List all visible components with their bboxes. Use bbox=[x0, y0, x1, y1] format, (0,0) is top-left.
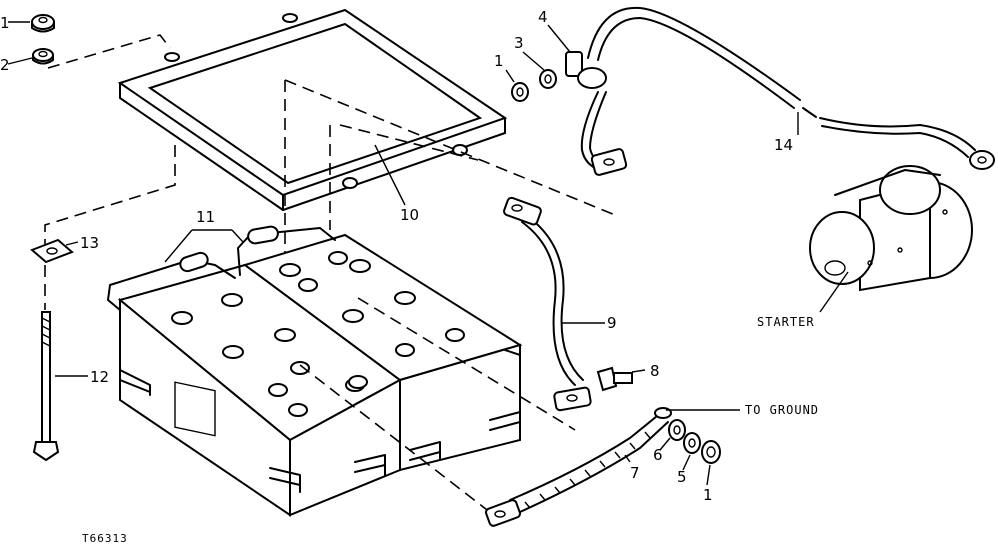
dash-guide-5 bbox=[44, 145, 176, 260]
hold-down-frame bbox=[117, 8, 508, 211]
starter-label: STARTER bbox=[757, 315, 815, 329]
callout-2: 2 bbox=[0, 56, 10, 74]
leader-6 bbox=[659, 437, 671, 451]
bolt-part-8 bbox=[596, 366, 633, 392]
starter-motor bbox=[809, 165, 973, 292]
leader-4 bbox=[547, 24, 571, 53]
leader-11b bbox=[231, 229, 244, 243]
leader-10 bbox=[374, 144, 406, 206]
washer-part-6 bbox=[668, 419, 686, 441]
dash-guide-4 bbox=[339, 124, 479, 161]
dash-guide-7 bbox=[299, 364, 501, 521]
lock-washer-part-2 bbox=[32, 48, 54, 65]
leader-3 bbox=[522, 51, 545, 71]
callout-13: 13 bbox=[80, 234, 99, 252]
leader-2 bbox=[7, 57, 33, 65]
callout-1-mid: 1 bbox=[494, 52, 504, 70]
callout-4: 4 bbox=[538, 8, 548, 26]
callout-8: 8 bbox=[650, 362, 660, 380]
ground-strap-part-7 bbox=[485, 407, 672, 527]
hold-down-bolt-part-12 bbox=[32, 311, 60, 462]
washer-part-13 bbox=[30, 238, 74, 264]
leader-7 bbox=[624, 454, 631, 463]
dash-guide-2 bbox=[284, 79, 616, 216]
callout-9: 9 bbox=[607, 314, 617, 332]
leader-8 bbox=[631, 369, 646, 373]
leader-5 bbox=[682, 454, 691, 471]
nut-part-1-top bbox=[31, 14, 55, 33]
callout-14: 14 bbox=[774, 136, 793, 154]
callout-10: 10 bbox=[400, 206, 419, 224]
leader-starter bbox=[819, 271, 849, 313]
nut-part-1-bottom bbox=[701, 440, 721, 464]
battery-cable-part-9 bbox=[503, 196, 592, 412]
figure-id-label: T66313 bbox=[82, 532, 128, 545]
leader-1-mid bbox=[505, 69, 515, 83]
washer-part-5 bbox=[683, 432, 701, 454]
nut-part-1-mid bbox=[511, 82, 529, 102]
callout-1-bottom: 1 bbox=[703, 486, 713, 504]
callout-7: 7 bbox=[630, 464, 640, 482]
starter-cable-part-4 bbox=[565, 6, 801, 176]
starter-cable-part-14 bbox=[802, 107, 995, 170]
callout-3: 3 bbox=[514, 34, 524, 52]
callout-6: 6 bbox=[653, 446, 663, 464]
dash-nut-to-frame bbox=[47, 34, 171, 69]
leader-11a bbox=[164, 229, 193, 263]
callout-11: 11 bbox=[196, 208, 215, 226]
battery-right bbox=[237, 225, 523, 472]
washer-part-3 bbox=[539, 69, 557, 89]
battery-left bbox=[107, 251, 402, 517]
to-ground-label: TO GROUND bbox=[745, 403, 819, 417]
leader-13 bbox=[65, 241, 79, 246]
leader-1-bottom bbox=[706, 464, 711, 486]
callout-12: 12 bbox=[90, 368, 109, 386]
dash-guide-8 bbox=[357, 297, 576, 431]
callout-1-top: 1 bbox=[0, 14, 10, 32]
callout-5: 5 bbox=[677, 468, 687, 486]
